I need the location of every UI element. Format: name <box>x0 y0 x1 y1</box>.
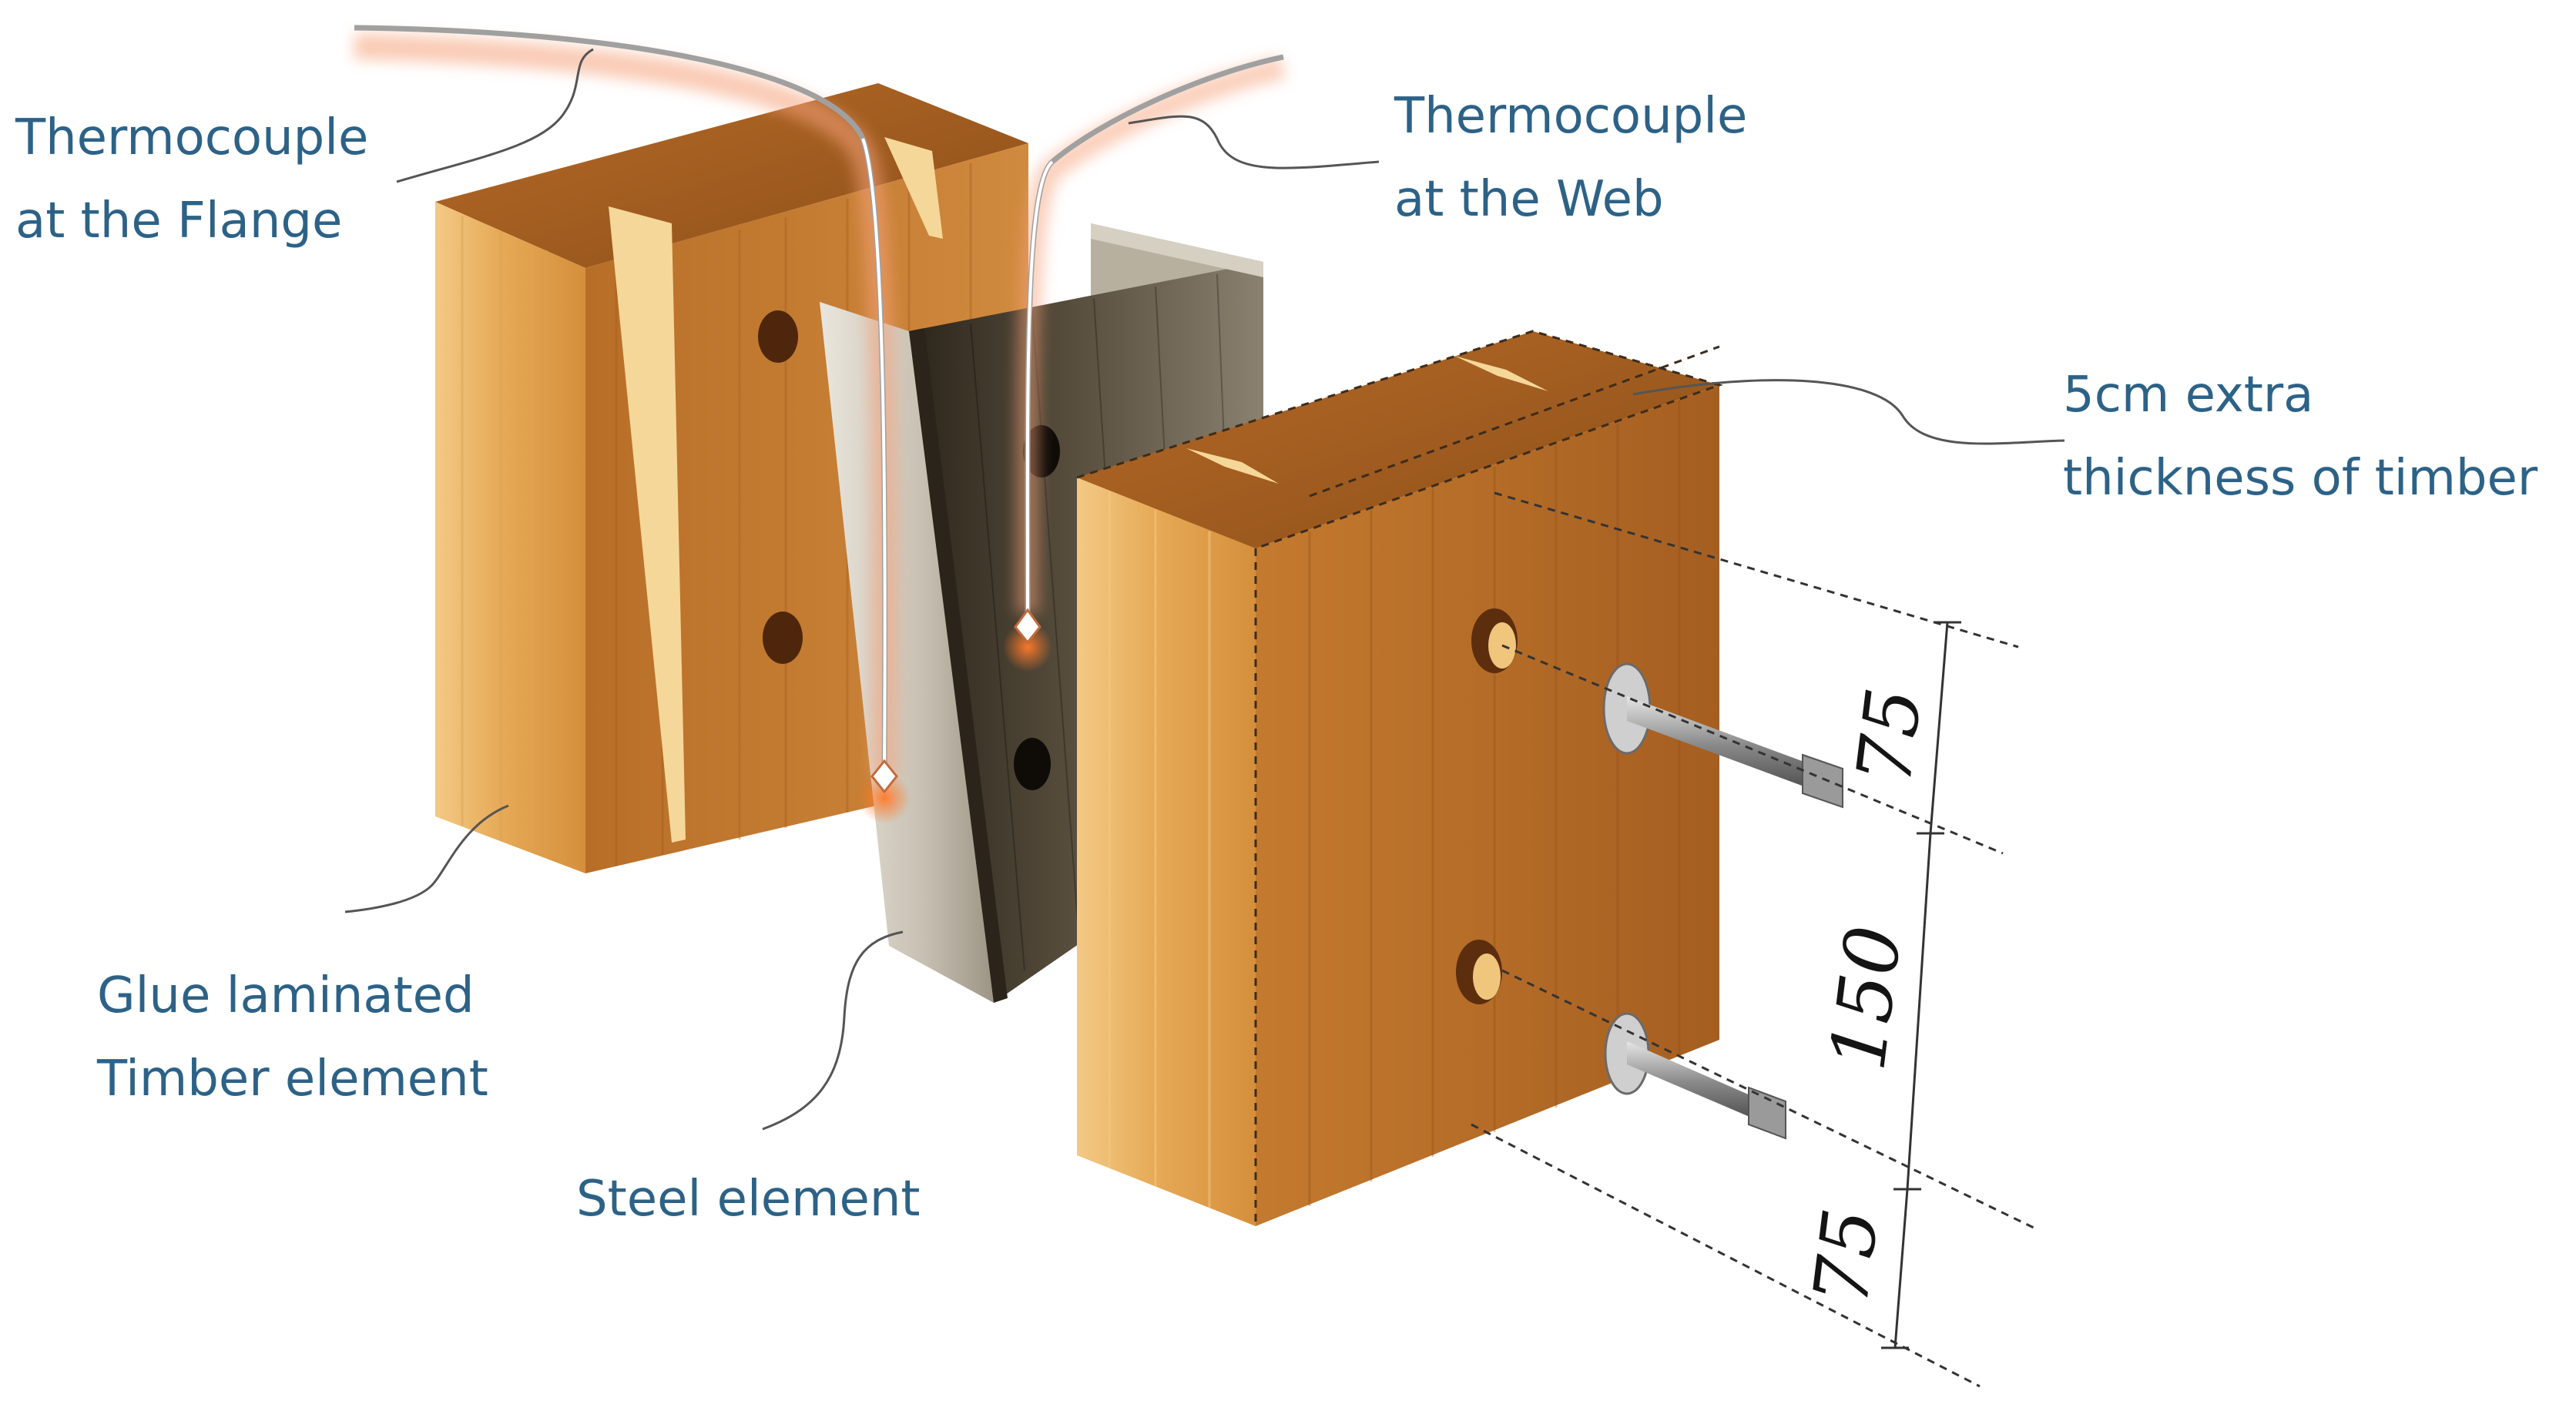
dim-line-bottom <box>1893 1188 1909 1349</box>
dim-line-middle <box>1906 833 1932 1190</box>
label-glulam: Glue laminated Timber element <box>96 967 490 1108</box>
right-block-slot-front <box>1186 448 1279 484</box>
right-block-front-face <box>1077 478 1256 1226</box>
right-block-slot-back <box>1454 356 1548 391</box>
label-extra-thickness: 5cm extra thickness of timber <box>2063 367 2538 507</box>
left-block-top-face <box>435 83 1028 268</box>
label-thermocouple-web: Thermocouple at the Web <box>1394 88 1763 228</box>
left-block-hole-upper <box>758 310 798 363</box>
leader-web <box>1128 115 1380 169</box>
label-thermocouple-flange: Thermocouple at the Flange <box>15 109 384 250</box>
extra-thickness-outline <box>1076 330 1723 550</box>
dim-label-bottom: 75 <box>1797 1204 1896 1310</box>
label-steel-element: Steel element <box>576 1171 921 1228</box>
right-block-side-face <box>1256 385 1719 1226</box>
steel-web-hole-lower <box>1014 738 1051 790</box>
leader-glulam <box>344 804 509 913</box>
steel-front-flange <box>820 302 994 1003</box>
dimension-lines <box>1471 491 2034 1388</box>
left-block-slot-back <box>884 137 943 239</box>
right-block-top-face <box>1077 331 1719 548</box>
leader-steel <box>762 930 904 1131</box>
left-block-slot-front <box>609 206 686 843</box>
thermocouple-web <box>1003 54 1286 672</box>
left-block-front-face <box>435 202 585 873</box>
thermocouple-flange <box>354 25 911 824</box>
leader-extra-thickness <box>1632 379 2065 445</box>
dim-line-top <box>1929 622 1949 834</box>
bolt-upper <box>1602 662 1843 809</box>
thermocouple-flange-tip <box>870 759 898 794</box>
dim-label-top: 75 <box>1840 683 1939 789</box>
thermocouple-web-tip <box>1014 608 1041 645</box>
leader-flange <box>396 48 594 183</box>
steel-front-flange-edge <box>909 328 1008 1003</box>
left-block-hole-lower <box>763 612 803 664</box>
right-timber-block <box>1076 330 1723 1226</box>
bolt-lower <box>1604 1012 1786 1140</box>
dim-label-middle: 150 <box>1814 921 1919 1075</box>
